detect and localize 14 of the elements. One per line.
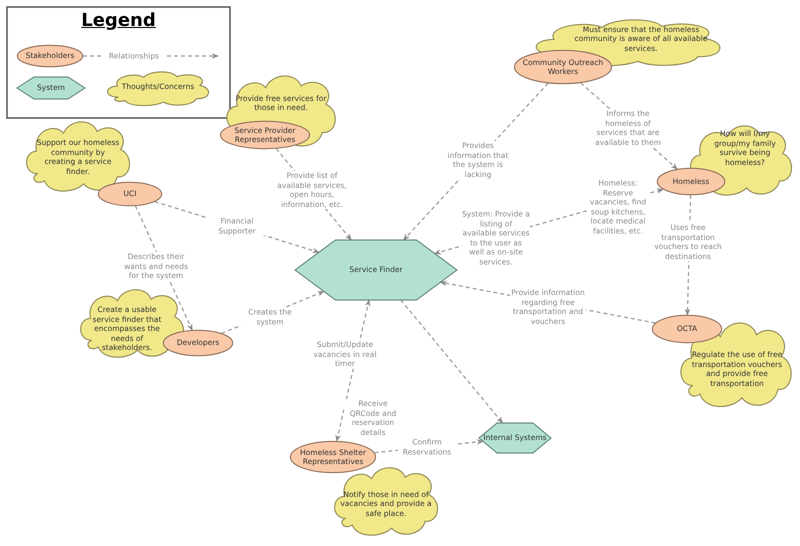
legend-title: Legend <box>81 10 156 32</box>
stakeholder-ellipse <box>514 50 612 84</box>
stakeholder-ellipse <box>98 182 162 206</box>
system-hexagon <box>479 423 551 453</box>
stakeholder-ellipse <box>220 121 310 149</box>
system-hexagon <box>17 77 85 99</box>
dashed-arrow <box>400 300 504 424</box>
legend-box <box>7 7 230 118</box>
stakeholder-ellipse <box>17 45 83 67</box>
stakeholder-ellipse <box>652 315 722 343</box>
stakeholder-ellipse <box>163 330 233 356</box>
system-hexagon <box>295 240 457 300</box>
stakeholder-ellipse <box>657 168 725 195</box>
stakeholder-ellipse <box>290 441 376 473</box>
